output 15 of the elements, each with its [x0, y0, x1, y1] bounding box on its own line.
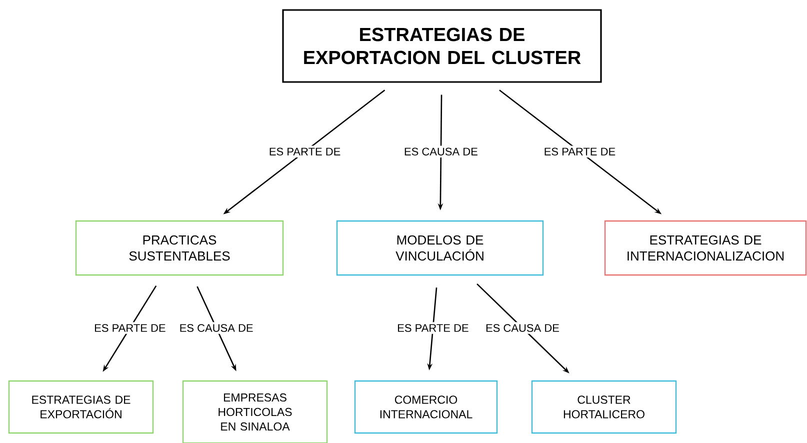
concept-box: EMPRESAS HORTICOLAS EN SINALOA: [182, 380, 328, 443]
edge-label: ES CAUSA DE: [404, 148, 478, 156]
concept-box: ESTRATEGIAS DE EXPORTACIÓN: [8, 380, 154, 434]
edge-label: ES CAUSA DE: [180, 324, 253, 332]
edge-label: ES PARTE DE: [544, 148, 616, 156]
edge-label: ES CAUSA DE: [486, 324, 559, 332]
concept-box: ESTRATEGIAS DE INTERNACIONALIZACION: [604, 220, 807, 276]
edge-label: ES PARTE DE: [270, 148, 340, 156]
title-box: ESTRATEGIAS DE EXPORTACION DEL CLUSTER: [282, 9, 602, 83]
concept-box: PRACTICAS SUSTENTABLES: [75, 220, 284, 276]
concept-box: COMERCIO INTERNACIONAL: [354, 380, 498, 434]
concept-box: CLUSTER HORTALICERO: [531, 380, 677, 434]
edge-label: ES PARTE DE: [398, 324, 468, 332]
edge-label: ES PARTE DE: [95, 324, 166, 332]
concept-box: MODELOS DE VINCULACIÓN: [336, 220, 544, 276]
